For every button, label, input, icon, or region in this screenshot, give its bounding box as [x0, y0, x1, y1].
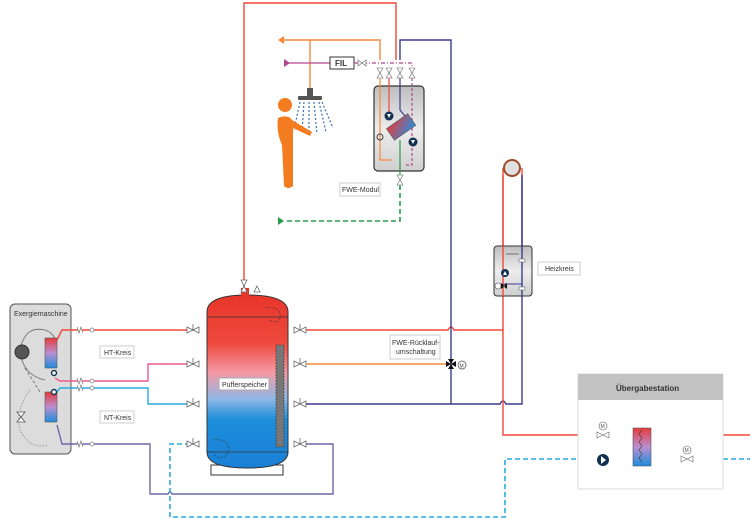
fwe-valves[interactable]	[376, 67, 416, 186]
ht-return-pipe	[54, 363, 195, 382]
fwe-modul-label-box: FWE-Modul	[339, 182, 381, 197]
fwe-return-riser	[399, 39, 452, 404]
uebergabestation-title: Übergabestation	[616, 384, 679, 393]
station-motor-valve-1[interactable]: M	[596, 421, 610, 439]
tank-internal-tube	[275, 344, 285, 448]
fwe-ruecklauf-label-box: FWE-Rücklauf- umschaltung	[389, 334, 441, 360]
fil-filter[interactable]: FIL	[329, 56, 355, 70]
ht-heat-exchanger-icon	[44, 337, 58, 369]
fwe-ruecklauf-label-2: umschaltung	[396, 349, 436, 356]
return-collector-pipe	[306, 180, 523, 405]
tank-top-supply-pipe	[243, 2, 397, 290]
compressor-icon	[14, 344, 30, 360]
nt-kreis-label: NT-Kreis	[104, 415, 132, 422]
fwe-ruecklauf-label-1: FWE-Rücklauf-	[392, 340, 440, 347]
motor-valve-icon	[457, 360, 467, 370]
nt-kreis-label-box: NT-Kreis	[99, 410, 135, 424]
heizkreis-module[interactable]	[493, 245, 533, 297]
ht-supply-pipe	[56, 329, 195, 341]
cold-water-inlet-pipe	[284, 185, 401, 222]
person-icon	[277, 98, 312, 188]
fwe-modul-label: FWE-Modul	[342, 187, 379, 194]
ht-pump-icon	[50, 369, 58, 377]
fil-label: FIL	[335, 59, 347, 68]
hot-water-arrow-icon	[278, 36, 284, 44]
fwe-modul[interactable]	[373, 78, 425, 175]
nt-pump-icon	[50, 388, 58, 396]
cold-water-arrow-icon	[278, 217, 284, 225]
three-way-motor-valve[interactable]: M	[446, 359, 467, 370]
svg-text:M: M	[460, 364, 464, 370]
pufferspeicher-tank[interactable]: Pufferspeicher	[206, 288, 289, 476]
expansion-valve-icon	[16, 411, 26, 423]
heating-supply-pipe	[306, 326, 503, 331]
exergiemaschine-unit[interactable]: Exergiemaschine	[9, 303, 72, 455]
exergiemaschine-label: Exergiemaschine	[14, 311, 68, 318]
svg-text:M: M	[685, 448, 689, 454]
nt-return-pipe	[56, 424, 334, 495]
left-pipe-fittings	[76, 325, 95, 449]
ht-kreis-label: HT-Kreis	[104, 350, 132, 357]
fwe-sensor-icon	[376, 133, 384, 141]
radiator-icon	[503, 159, 521, 177]
pufferspeicher-label: Pufferspeicher	[222, 382, 268, 389]
heizkreis-label-box: Heizkreis	[537, 261, 581, 276]
district-return-dashed-pipe	[169, 443, 750, 518]
uebergabestation[interactable]: Übergabestation M M	[577, 373, 724, 490]
svg-text:M: M	[601, 424, 605, 430]
nt-heat-exchanger-icon	[44, 391, 58, 423]
heizkreis-label: Heizkreis	[545, 266, 574, 273]
ht-kreis-label-box: HT-Kreis	[99, 345, 135, 359]
station-pump-icon	[597, 454, 609, 466]
fwe-heat-exchanger-icon	[386, 113, 417, 141]
station-heat-exchanger-icon	[632, 427, 652, 467]
nt-supply-pipe	[56, 387, 195, 405]
hot-water-outlet-pipe	[284, 39, 381, 60]
tank-connection-valves[interactable]	[186, 279, 307, 448]
station-motor-valve-2[interactable]: M	[680, 445, 694, 463]
